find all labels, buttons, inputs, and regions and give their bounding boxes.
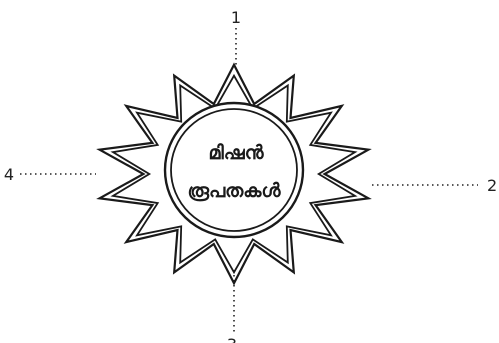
- center-ring-inner: [170, 108, 298, 232]
- marker-label-right: 2: [487, 176, 497, 195]
- marker-label-left: 4: [4, 165, 14, 184]
- sun-rays-inner: [110, 73, 358, 275]
- marker-label-top: 1: [231, 8, 241, 27]
- marker-label-bottom: 3: [227, 335, 237, 343]
- center-label-line1: മിഷൻ: [208, 142, 264, 164]
- center-label-line2: രൂപതകൾ: [187, 180, 281, 202]
- sun-rays-outer: [96, 62, 372, 286]
